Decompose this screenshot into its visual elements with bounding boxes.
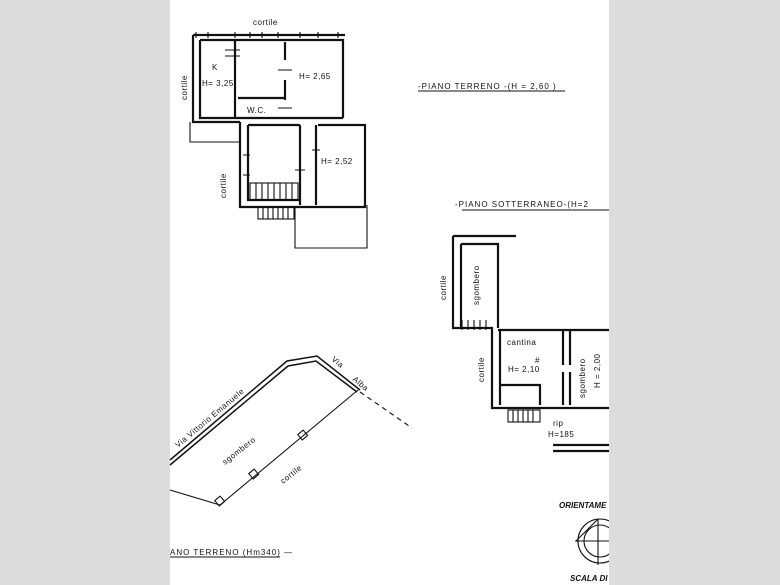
hash-mark: #	[535, 356, 540, 365]
orientation-label: ORIENTAME	[559, 501, 607, 510]
label-cortile-top: cortile	[253, 18, 278, 27]
label-cortile-top: cortile	[439, 275, 448, 300]
label-wc: W.C.	[247, 106, 266, 115]
basement-title: -PIANO SOTTERRANEO-(H=2	[455, 200, 589, 209]
label-sgombero-top: sgombero	[472, 265, 481, 305]
basement-plan: sgombero cortile cantina # H= 2,10 sgomb…	[439, 234, 609, 453]
label-sgombero-right: sgombero	[578, 358, 587, 398]
label-kitchen-height: H= 3,25	[202, 79, 234, 88]
label-cortile-lower: cortile	[477, 357, 486, 382]
label-sgombero-right-height: H = 2,00	[593, 353, 602, 388]
label-rip-height: H=185	[548, 430, 574, 439]
right-margin	[609, 0, 780, 585]
scale-label: SCALA DI	[570, 574, 608, 583]
label-cantina: cantina	[507, 338, 536, 347]
label-cantina-height: H= 2,10	[508, 365, 540, 374]
street-plan-title: ANO TERRENO (Hm340) —	[170, 548, 293, 557]
label-cortile-left: cortile	[180, 75, 189, 100]
label-cortile-lower: cortile	[219, 173, 228, 198]
label-room-height: H= 2,65	[299, 72, 331, 81]
label-kitchen: K	[212, 63, 218, 72]
ground-floor-title: -PIANO TERRENO -(H = 2,60 )	[418, 82, 557, 91]
staircase	[249, 182, 299, 220]
label-lower-room-height: H= 2,52	[321, 157, 353, 166]
label-rip: rip	[553, 419, 563, 428]
ground-floor-plan: cortile K H= 3,25 H= 2,65 W.C. cortile H…	[180, 18, 368, 249]
